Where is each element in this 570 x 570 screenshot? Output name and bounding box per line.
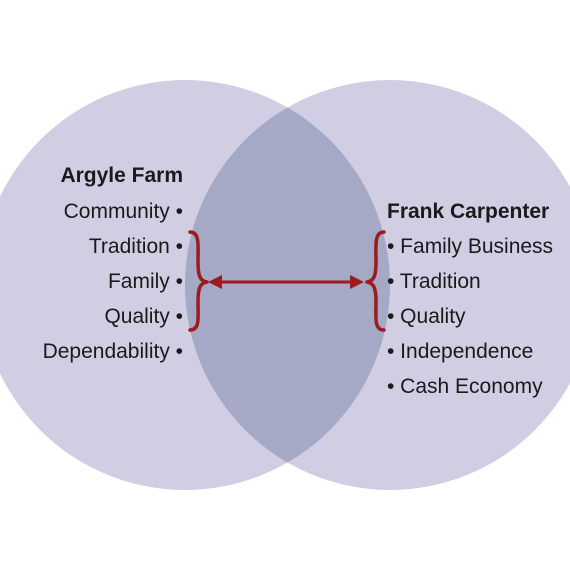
left-item-community: Community • bbox=[64, 200, 183, 223]
right-item-quality: • Quality bbox=[387, 305, 466, 328]
right-brace-icon bbox=[365, 230, 386, 332]
right-item-independence: • Independence bbox=[387, 340, 533, 363]
overlap-region bbox=[185, 80, 390, 490]
left-item-tradition: Tradition • bbox=[89, 235, 183, 258]
right-title: Frank Carpenter bbox=[387, 200, 549, 223]
left-title: Argyle Farm bbox=[60, 164, 183, 187]
arrow-left-head-icon bbox=[208, 275, 222, 289]
arrow-right-head-icon bbox=[350, 275, 364, 289]
right-item-family-business: • Family Business bbox=[387, 235, 553, 258]
left-brace-icon bbox=[188, 230, 209, 332]
left-item-dependability: Dependability • bbox=[43, 340, 183, 363]
left-item-family: Family • bbox=[108, 270, 183, 293]
right-item-cash-economy: • Cash Economy bbox=[387, 375, 543, 398]
right-item-tradition: • Tradition bbox=[387, 270, 481, 293]
left-item-quality: Quality • bbox=[104, 305, 183, 328]
